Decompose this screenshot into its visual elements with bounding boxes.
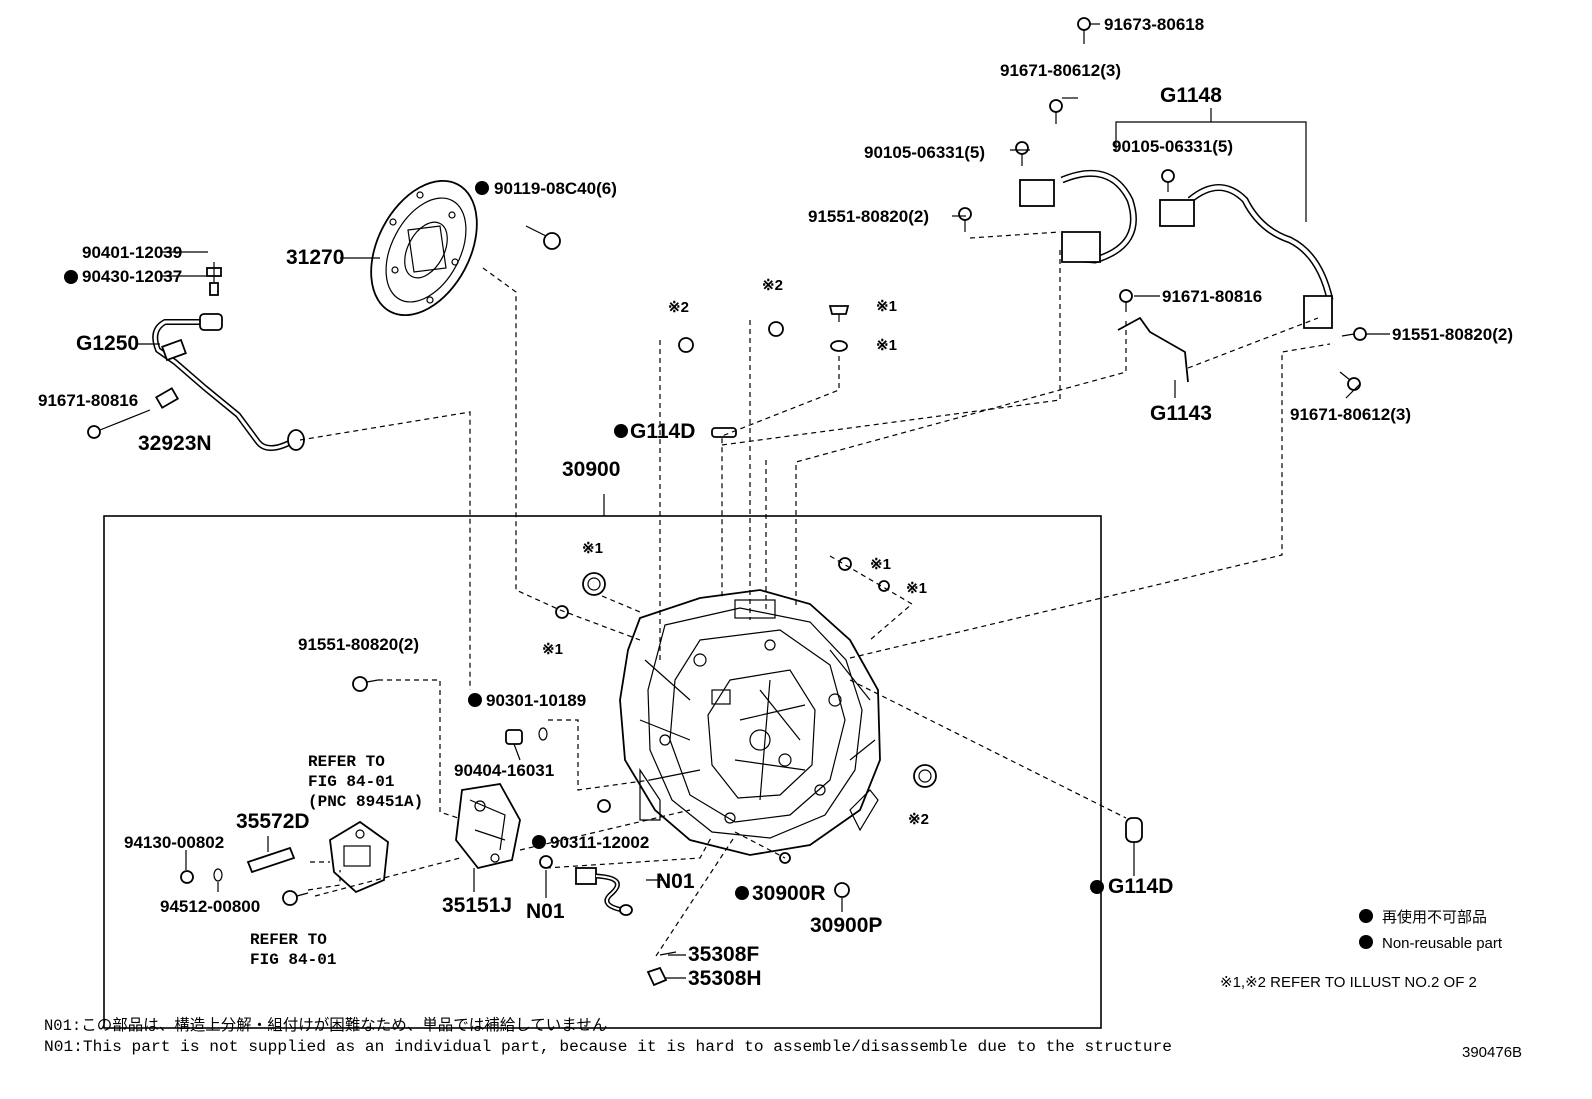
mark-ref2-a: ※2: [668, 299, 689, 316]
label-91551-80820-mid: 91551-80820(2): [298, 635, 419, 654]
label-n01-a: N01: [526, 900, 565, 923]
mark-ref1-d: ※1: [876, 337, 897, 354]
label-90119-08c40: 90119-08C40(6): [494, 179, 617, 198]
bolt-90119: [525, 225, 561, 250]
label-g1250: G1250: [76, 332, 139, 355]
label-90301-10189: 90301-10189: [486, 691, 586, 710]
label-refer-2-line2: FIG 84-01: [250, 951, 336, 969]
label-35572d: 35572D: [236, 810, 310, 833]
mark-ref1-f: ※1: [906, 580, 927, 597]
label-32923n: 32923N: [138, 432, 212, 455]
label-g1148: G1148: [1160, 84, 1222, 107]
label-g114d-right: G114D: [1108, 875, 1173, 898]
sensor-35572d: [329, 820, 389, 894]
label-90105-06331-b: 90105-06331(5): [1112, 137, 1233, 156]
damper-disc-31270: [370, 179, 478, 317]
label-31270: 31270: [286, 246, 344, 269]
hose-g1148: [958, 17, 1367, 391]
label-30900r: 30900R: [752, 882, 826, 905]
legend-refer: ※1,※2 REFER TO ILLUST NO.2 OF 2: [1220, 974, 1477, 991]
label-35308h: 35308H: [688, 967, 762, 990]
non-reusable-dots: [64, 181, 1373, 949]
mark-ref1-a: ※1: [582, 540, 603, 557]
solid-leaders: [136, 23, 1390, 979]
label-30900p: 30900P: [810, 914, 882, 937]
label-91551-80820-top: 91551-80820(2): [808, 207, 929, 226]
transaxle-housing: [619, 589, 881, 856]
mark-ref2-b: ※2: [762, 277, 783, 294]
part-labels: 91673-80618 91671-80612(3) G1148 90105-0…: [38, 15, 1513, 990]
label-91671-80612-right: 91671-80612(3): [1290, 405, 1411, 424]
label-g1143: G1143: [1150, 402, 1212, 425]
label-30900: 30900: [562, 458, 620, 481]
label-91671-80816-right: 91671-80816: [1162, 287, 1262, 306]
label-35308f: 35308F: [688, 943, 759, 966]
label-n01-b: N01: [656, 870, 695, 893]
footnotes: N01:この部品は、構造上分解・組付けが困難なため、単品では補給していません N…: [44, 1016, 1172, 1056]
note-jp: N01:この部品は、構造上分解・組付けが困難なため、単品では補給していません: [44, 1016, 607, 1035]
mark-ref1-b: ※1: [542, 641, 563, 658]
label-94512-00800: 94512-00800: [160, 897, 260, 916]
mark-ref1-c: ※1: [876, 298, 897, 315]
legend-en: Non-reusable part: [1382, 935, 1503, 952]
label-90404-16031: 90404-16031: [454, 761, 554, 780]
assembly-frame: [103, 515, 1102, 1029]
label-refer-2-line1: REFER TO: [250, 931, 327, 949]
label-90105-06331-a: 90105-06331(5): [864, 143, 985, 162]
label-91671-80816-left: 91671-80816: [38, 391, 138, 410]
note-en: N01:This part is not supplied as an indi…: [44, 1038, 1172, 1056]
label-90311-12002: 90311-12002: [550, 833, 649, 852]
pipe-g1250: [87, 262, 305, 451]
label-refer-1-line2: FIG 84-01: [308, 773, 394, 791]
mark-ref2-c: ※2: [908, 811, 929, 828]
label-91673-80618: 91673-80618: [1104, 15, 1204, 34]
label-35151j: 35151J: [442, 894, 512, 917]
legend-jp: 再使用不可部品: [1382, 909, 1487, 926]
bracket-35151j: [455, 783, 521, 870]
label-g114d-top: G114D: [630, 420, 695, 443]
label-90401-12039: 90401-12039: [82, 243, 182, 262]
mark-ref1-e: ※1: [870, 556, 891, 573]
label-91551-80820-right: 91551-80820(2): [1392, 325, 1513, 344]
dashed-leaders: [299, 231, 1331, 957]
reference-marks: ※1 ※1 ※1 ※1 ※1 ※1 ※2 ※2 ※2: [542, 277, 929, 828]
label-refer-1-line1: REFER TO: [308, 753, 385, 771]
hardware-top-center: [678, 305, 850, 438]
label-refer-1-line3: (PNC 89451A): [308, 793, 423, 811]
legend: 再使用不可部品 Non-reusable part ※1,※2 REFER TO…: [1220, 909, 1503, 991]
illustration-number: 390476B: [1462, 1044, 1522, 1061]
label-91671-80612-top: 91671-80612(3): [1000, 61, 1121, 80]
harness-n01: [575, 867, 633, 916]
label-90430-12037: 90430-12037: [82, 267, 182, 286]
label-94130-00802: 94130-00802: [124, 833, 224, 852]
